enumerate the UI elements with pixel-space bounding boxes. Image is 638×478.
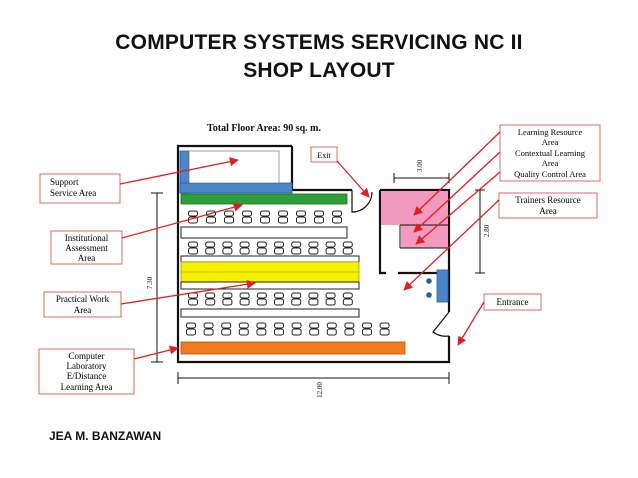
total-floor-area-label: Total Floor Area: 90 sq. m. (207, 123, 321, 134)
chair (274, 292, 284, 306)
svg-text:Learning Area: Learning Area (61, 382, 113, 392)
label-institutional: Institutional Assessment Area (50, 230, 123, 265)
chair (256, 322, 267, 336)
chair (291, 292, 302, 306)
table-row-3 (180, 255, 360, 263)
chair (203, 322, 214, 336)
svg-text:Area: Area (542, 158, 559, 168)
chair (325, 292, 336, 306)
label-practical: Practical Work Area (43, 291, 122, 318)
chair (205, 292, 216, 306)
svg-text:Computer: Computer (69, 351, 105, 361)
chair (239, 292, 250, 306)
chair (362, 322, 372, 336)
chair (326, 322, 337, 336)
author-name: JEA M. BANZAWAN (49, 429, 162, 443)
green-table (180, 193, 348, 205)
chair (224, 210, 234, 224)
page-subtitle: SHOP LAYOUT (243, 59, 395, 82)
dimension-right: 2.80 (483, 224, 491, 237)
svg-text:Area: Area (78, 253, 96, 263)
svg-text:Assessment: Assessment (65, 243, 108, 253)
table-row-5 (180, 308, 360, 318)
chair (222, 241, 233, 255)
chair (256, 292, 267, 306)
label-support: Support Service Area (39, 173, 121, 204)
chair (238, 322, 249, 336)
chair (188, 292, 198, 306)
svg-text:Quality Control Area: Quality Control Area (514, 169, 586, 179)
chair (242, 210, 252, 224)
svg-text:Service Area: Service Area (50, 188, 96, 198)
exit-door (351, 190, 373, 213)
chair (308, 241, 319, 255)
svg-text:Institutional: Institutional (65, 233, 109, 243)
chair (344, 322, 355, 336)
svg-text:Area: Area (539, 206, 557, 216)
svg-text:Exit: Exit (317, 151, 331, 160)
trainers-cabinet (436, 269, 449, 303)
chair-row-3 (188, 292, 353, 306)
chair (379, 322, 390, 336)
chair (309, 322, 320, 336)
chair (314, 210, 324, 224)
entrance-door (432, 311, 450, 337)
chair (291, 322, 302, 336)
svg-text:Contextual Learning: Contextual Learning (515, 148, 586, 158)
dimension-height: 7.30 (146, 276, 154, 289)
svg-text:Entrance: Entrance (497, 297, 529, 307)
dimension-width: 12.00 (316, 382, 324, 398)
chair (188, 241, 198, 255)
page-title: COMPUTER SYSTEMS SERVICING NC II (115, 31, 523, 54)
svg-text:Area: Area (74, 305, 92, 315)
svg-text:Support: Support (50, 177, 79, 187)
label-computer-lab: Computer Laboratory E/Distance Learning … (38, 348, 135, 395)
svg-text:Laboratory: Laboratory (67, 361, 107, 371)
table-row-4 (180, 281, 360, 290)
svg-text:Practical Work: Practical Work (56, 294, 110, 304)
chair-row-2 (188, 241, 353, 255)
chair (291, 241, 302, 255)
chair (239, 241, 250, 255)
svg-text:Trainers Resource: Trainers Resource (515, 195, 580, 205)
chair (205, 241, 216, 255)
label-exit: Exit (310, 146, 338, 163)
chair (221, 322, 232, 336)
svg-text:Learning Resource: Learning Resource (518, 127, 583, 137)
chair (222, 292, 233, 306)
trainers-chair-2 (426, 292, 432, 298)
label-trainers: Trainers Resource Area (498, 192, 598, 219)
chair (332, 210, 342, 224)
table-row-2 (180, 226, 348, 239)
trainers-chair-1 (426, 278, 432, 284)
svg-text:Area: Area (542, 137, 559, 147)
chair (308, 292, 319, 306)
chair (256, 241, 267, 255)
label-entrance: Entrance (483, 293, 542, 311)
dimension-lines (151, 173, 485, 384)
label-learning-resource: Learning Resource Area Contextual Learni… (499, 124, 601, 182)
chair (296, 210, 306, 224)
chair (342, 292, 353, 306)
chair-row-4 (186, 322, 390, 336)
chair (186, 322, 196, 336)
chair (274, 241, 284, 255)
chair (274, 322, 284, 336)
pointer-arrows (119, 131, 501, 360)
orange-table (180, 341, 406, 355)
support-service-blue-bottom (179, 182, 293, 194)
dimension-top: 3.00 (416, 159, 424, 172)
learning-resource-room (381, 191, 448, 225)
chair (342, 241, 353, 255)
chair (325, 241, 336, 255)
svg-text:E/Distance: E/Distance (67, 371, 107, 381)
chair (260, 210, 270, 224)
chair (278, 210, 288, 224)
